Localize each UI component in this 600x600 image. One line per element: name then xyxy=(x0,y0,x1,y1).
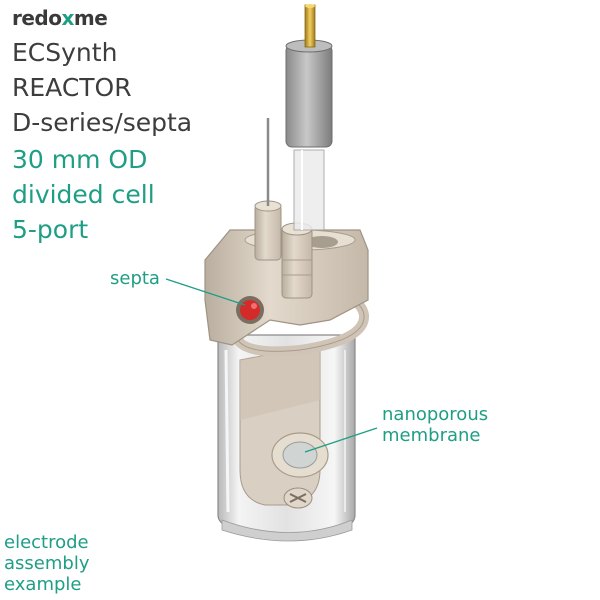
membrane-label-line-2: membrane xyxy=(382,425,481,446)
membrane-callout-line xyxy=(304,427,378,453)
example-label-line-3: example xyxy=(4,574,82,595)
membrane-label-line-1: nanoporous xyxy=(382,404,489,425)
example-label-line-1: electrode xyxy=(4,532,89,553)
title-line-6: 5-port xyxy=(12,215,89,244)
logo-x: x xyxy=(61,6,74,30)
septum-red xyxy=(240,300,260,320)
title-line-3: D-series/septa xyxy=(12,108,193,137)
septa-callout-line xyxy=(165,278,246,306)
logo-prefix: redo xyxy=(12,6,62,30)
brand-logo: redoxme xyxy=(12,6,108,30)
example-label-line-2: assembly xyxy=(4,553,90,574)
septa-label: septa xyxy=(110,268,160,289)
electrode-holder xyxy=(239,344,329,509)
title-line-1: ECSynth xyxy=(12,38,118,67)
title-line-2: REACTOR xyxy=(12,73,132,102)
title-line-5: divided cell xyxy=(12,180,155,209)
electrode-cylinder xyxy=(285,39,333,148)
logo-suffix: me xyxy=(73,6,108,30)
title-line-4: 30 mm OD xyxy=(12,145,148,174)
